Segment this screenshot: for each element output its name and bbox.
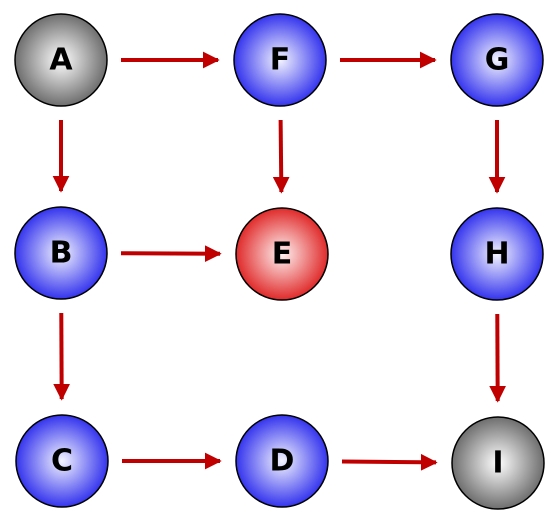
edge-f-to-e [272,119,290,194]
node-a-circle [14,13,108,107]
node-c-circle [15,414,109,508]
node-a: A [14,13,108,107]
node-d-circle [235,414,329,508]
node-a-label: A [49,43,73,78]
node-f-label: F [270,43,291,78]
node-h: H [450,207,544,301]
node-e-label: E [272,237,293,272]
node-e-circle [235,207,329,301]
node-i: I [451,416,545,510]
node-f: F [233,13,327,107]
node-e: E [235,207,329,301]
node-c: C [15,414,109,508]
node-h-circle [450,207,544,301]
nodes-layer: A F G B E H C D [14,13,545,510]
node-g-label: G [485,43,510,78]
node-b-circle [14,206,108,300]
node-f-circle [233,13,327,107]
node-h-label: H [484,237,509,272]
node-g: G [450,13,544,107]
node-d: D [235,414,329,508]
node-i-circle [451,416,545,510]
node-d-label: D [270,444,295,479]
node-i-label: I [492,446,503,481]
edge-d-to-i [341,453,438,471]
node-g-circle [450,13,544,107]
node-c-label: C [51,444,73,479]
edges-layer [52,51,507,471]
node-b-label: B [50,236,73,271]
node-b: B [14,206,108,300]
